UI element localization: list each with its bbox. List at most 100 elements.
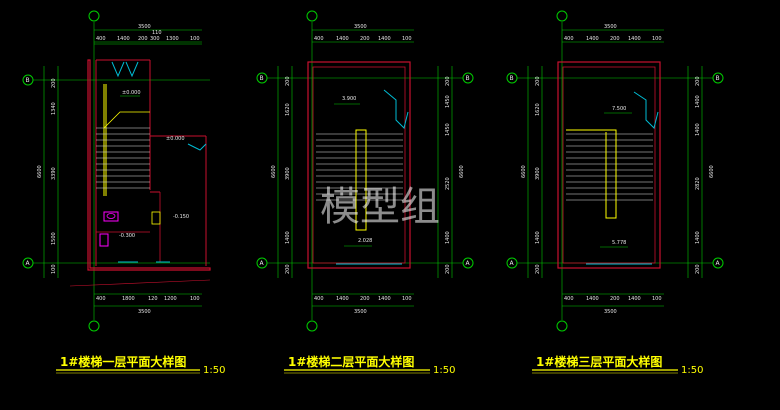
grid-label-b: B: [26, 77, 30, 84]
elevation-label: 5.778: [612, 240, 626, 246]
elevation-label: ±0.000: [166, 136, 185, 142]
elevation-label: 3.900: [342, 96, 356, 102]
grid-axis-circle: [88, 320, 100, 332]
dimension-bottom: 1400: [336, 296, 349, 302]
plan-scale: 1:50: [203, 365, 225, 376]
grid-label-a: A: [26, 260, 31, 267]
grid-axis-circle: [306, 320, 318, 332]
dimension-bottom: 1400: [586, 296, 599, 302]
dimension-top: 100: [190, 36, 200, 42]
dimension-left: 200: [51, 78, 57, 88]
wall: [87, 59, 211, 271]
grid-label-a: A: [260, 260, 265, 267]
dimension-top-total: 3500: [354, 24, 367, 30]
plan-2: 3500 400 1400 200 1400 100 B B A A 6600 …: [256, 10, 474, 376]
grid-label-a: A: [716, 260, 721, 267]
grid-label-a: A: [510, 260, 515, 267]
grid-label-a: A: [466, 260, 471, 267]
dimension-left: 200: [535, 264, 541, 274]
grid-label-b: B: [466, 75, 470, 82]
dimension-bottom: 1800: [122, 296, 135, 302]
dimension-top: 1400: [336, 36, 349, 42]
grid-label-b: B: [716, 75, 720, 82]
dimension-left: 200: [285, 264, 291, 274]
dimension-top: 100: [652, 36, 662, 42]
dimension-top: 1400: [628, 36, 641, 42]
stair-enclosure-wall-inner: [312, 66, 406, 264]
stair-treads: [96, 127, 150, 189]
plan-1: 3500 110 400 1400 200 300 1300 100 B A 6…: [22, 10, 225, 376]
sink-fixture: [103, 211, 119, 222]
dimension-right: 1400: [695, 95, 701, 108]
dimension-right: 1400: [695, 123, 701, 136]
dimension-bottom: 1200: [164, 296, 177, 302]
dimension-right: 1400: [695, 231, 701, 244]
dimension-top: 400: [314, 36, 324, 42]
plan-scale: 1:50: [433, 365, 455, 376]
plan-title: 1#楼梯一层平面大样图: [60, 354, 186, 369]
elevation-label: -0.150: [173, 214, 189, 220]
dimension-right: 200: [445, 264, 451, 274]
grid-axis-circle: [306, 10, 318, 22]
door-swing: [633, 91, 659, 129]
dimension-left: 3900: [285, 167, 291, 180]
dimension-bottom: 400: [564, 296, 574, 302]
dimension-right: 2820: [695, 177, 701, 190]
dimension-top: 1400: [117, 36, 130, 42]
dimension-right-total: 6600: [709, 165, 715, 178]
dimension-bottom: 100: [190, 296, 200, 302]
door-swing: [383, 89, 409, 129]
dimension-left: 100: [51, 264, 57, 274]
dimension-top-total: 3500: [138, 24, 151, 30]
elevation-label: 2.028: [358, 238, 372, 244]
dimension-top: 400: [96, 36, 106, 42]
door-swing: [187, 143, 207, 151]
dimension-left: 3390: [51, 167, 57, 180]
dimension-left: 200: [535, 76, 541, 86]
dimension-bottom: 1400: [378, 296, 391, 302]
dimension-right: 200: [695, 76, 701, 86]
dimension-right: 200: [695, 264, 701, 274]
dimension-top: 200: [360, 36, 370, 42]
stair-enclosure-wall-inner: [562, 66, 656, 264]
dimension-right-total: 6600: [459, 165, 465, 178]
dimension-left: 1400: [535, 231, 541, 244]
dimension-top: 100: [402, 36, 412, 42]
grid-label-b: B: [260, 75, 264, 82]
dimension-bottom: 200: [610, 296, 620, 302]
dimension-bottom-total: 3500: [138, 309, 151, 315]
dimension-bottom: 400: [314, 296, 324, 302]
toilet-fixture: [99, 233, 109, 247]
dimension-bottom: 120: [148, 296, 158, 302]
dimension-bottom-total: 3500: [604, 309, 617, 315]
watermark-text: 模型组: [320, 184, 440, 230]
stair-treads: [566, 133, 653, 201]
dimension-bottom: 1400: [628, 296, 641, 302]
dimension-right: 1450: [445, 95, 451, 108]
dimension-top: 200: [138, 36, 148, 42]
dimension-top: 1300: [166, 36, 179, 42]
stair-enclosure-wall: [307, 61, 411, 269]
dimension-bottom: 200: [360, 296, 370, 302]
plan-title: 1#楼梯三层平面大样图: [536, 354, 662, 369]
dimension-bottom: 100: [402, 296, 412, 302]
dimension-top: 400: [564, 36, 574, 42]
stair-treads: [316, 133, 403, 201]
dimension-right: 1400: [445, 231, 451, 244]
dimension-bottom: 100: [652, 296, 662, 302]
grid-label-b: B: [510, 75, 514, 82]
dimension-top: 1400: [586, 36, 599, 42]
grid-axis-circle: [88, 10, 100, 22]
plan-scale: 1:50: [681, 365, 703, 376]
elevation-label: ±0.000: [122, 90, 141, 96]
door-swing: [111, 61, 139, 78]
dimension-left: 1500: [51, 232, 57, 245]
section-line: [69, 279, 211, 287]
dimension-top-small: 110: [152, 30, 162, 36]
plan-3: 3500 400 1400 200 1400 100 B B A A 6600 …: [506, 10, 724, 376]
dimension-right: 2520: [445, 177, 451, 190]
stair-handrail: [566, 129, 617, 219]
dimension-top: 1400: [378, 36, 391, 42]
plan-title: 1#楼梯二层平面大样图: [288, 354, 414, 369]
